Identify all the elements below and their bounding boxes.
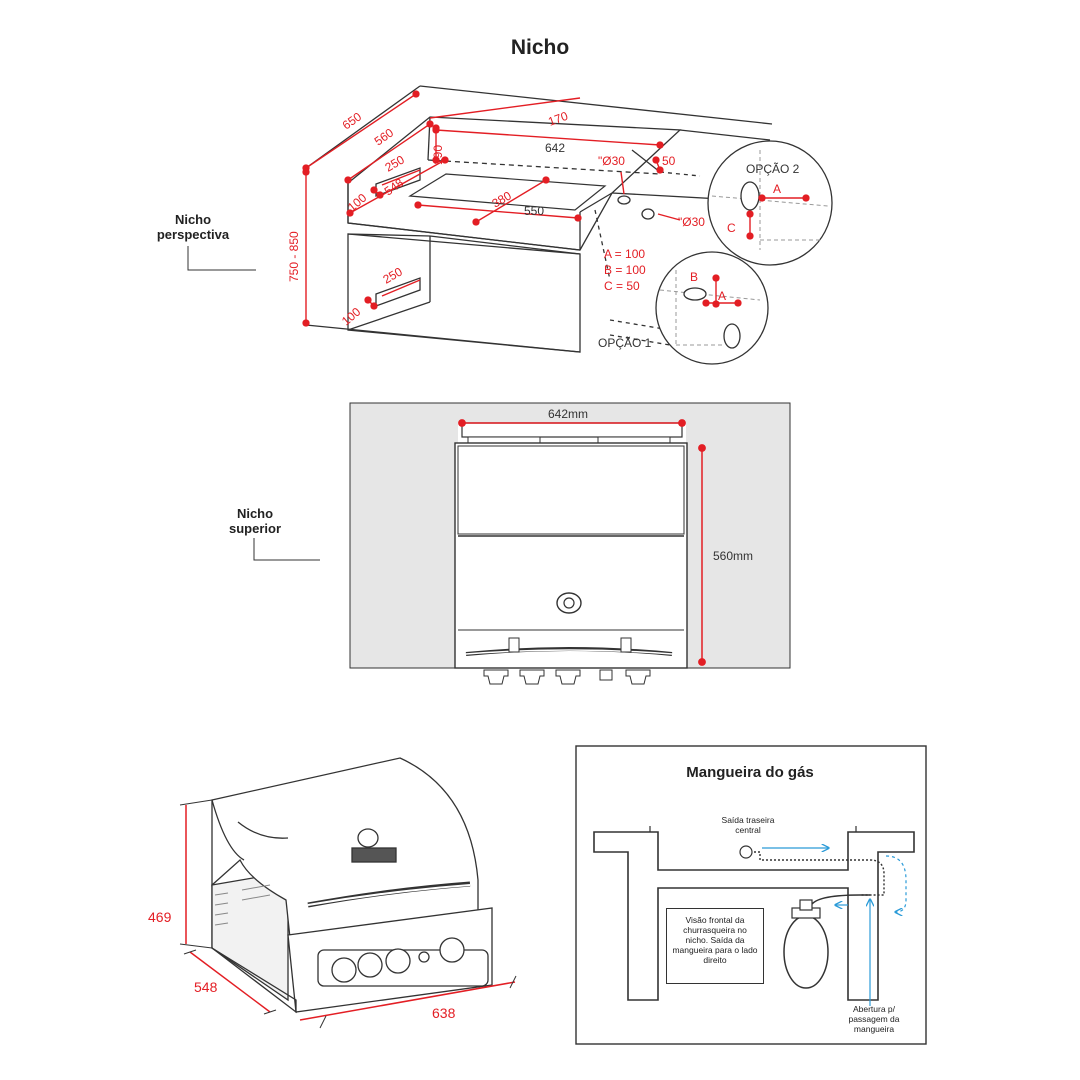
dim-642: 642 (545, 141, 565, 155)
superior-side-label: Nicho superior (210, 506, 300, 536)
dim-550: 550 (524, 204, 544, 218)
option-1-letter-a: A (718, 289, 726, 303)
grill-perspective-drawing (211, 757, 493, 1014)
hose-opening-label: Abertura p/ passagem da mangueira (848, 1004, 900, 1034)
grill-dimension-lines (179, 799, 517, 1029)
niche-dimension-lines (302, 90, 681, 327)
option-2-label: OPÇÃO 2 (746, 162, 800, 176)
option-2-letter-a: A (773, 182, 781, 196)
legend-b: B = 100 (604, 263, 646, 277)
niche-top-view: 642mm 560mm (349, 402, 791, 685)
perspective-leader-line (187, 246, 256, 271)
superior-label-line-1: Nicho (236, 506, 274, 521)
dim-190: 190 (431, 145, 445, 165)
gas-panel-title: Mangueira do gás (686, 764, 814, 781)
dim-170: 170 (546, 109, 570, 129)
option-2-detail: A C OPÇÃO 2 (707, 140, 833, 266)
option-1-label: OPÇÃO 1 (598, 336, 652, 350)
perspective-label-line-2: perspectiva (156, 227, 230, 242)
rear-exit-label: Saída traseira central (721, 815, 775, 835)
page-title: Nicho (510, 36, 570, 59)
legend-a: A = 100 (604, 247, 645, 261)
perspective-side-label: Nicho perspectiva (140, 212, 246, 242)
perspective-label-line-1: Nicho (174, 212, 212, 227)
superior-label-line-2: superior (228, 521, 281, 536)
option-2-letter-c: C (727, 221, 736, 235)
grill-depth-548: 548 (194, 979, 218, 995)
dim-560: 560 (372, 125, 397, 148)
option-1-letter-b: B (690, 270, 698, 284)
depth-560mm: 560mm (713, 549, 753, 563)
legend-c: C = 50 (604, 279, 640, 293)
front-view-note: Visão frontal da churrasqueira no nicho.… (666, 908, 764, 984)
width-642mm: 642mm (548, 407, 588, 421)
dim-750-850: 750 - 850 (287, 231, 301, 282)
grill-width-638: 638 (432, 1005, 456, 1021)
dim-diameter-30-b: "Ø30 (678, 215, 705, 229)
superior-leader-line (253, 538, 320, 561)
option-1-detail: B A (655, 251, 769, 365)
grill-height-469: 469 (148, 909, 172, 925)
dim-50: 50 (662, 154, 676, 168)
gas-hose-panel (575, 745, 927, 1045)
dim-diameter-30-a: "Ø30 (598, 154, 625, 168)
